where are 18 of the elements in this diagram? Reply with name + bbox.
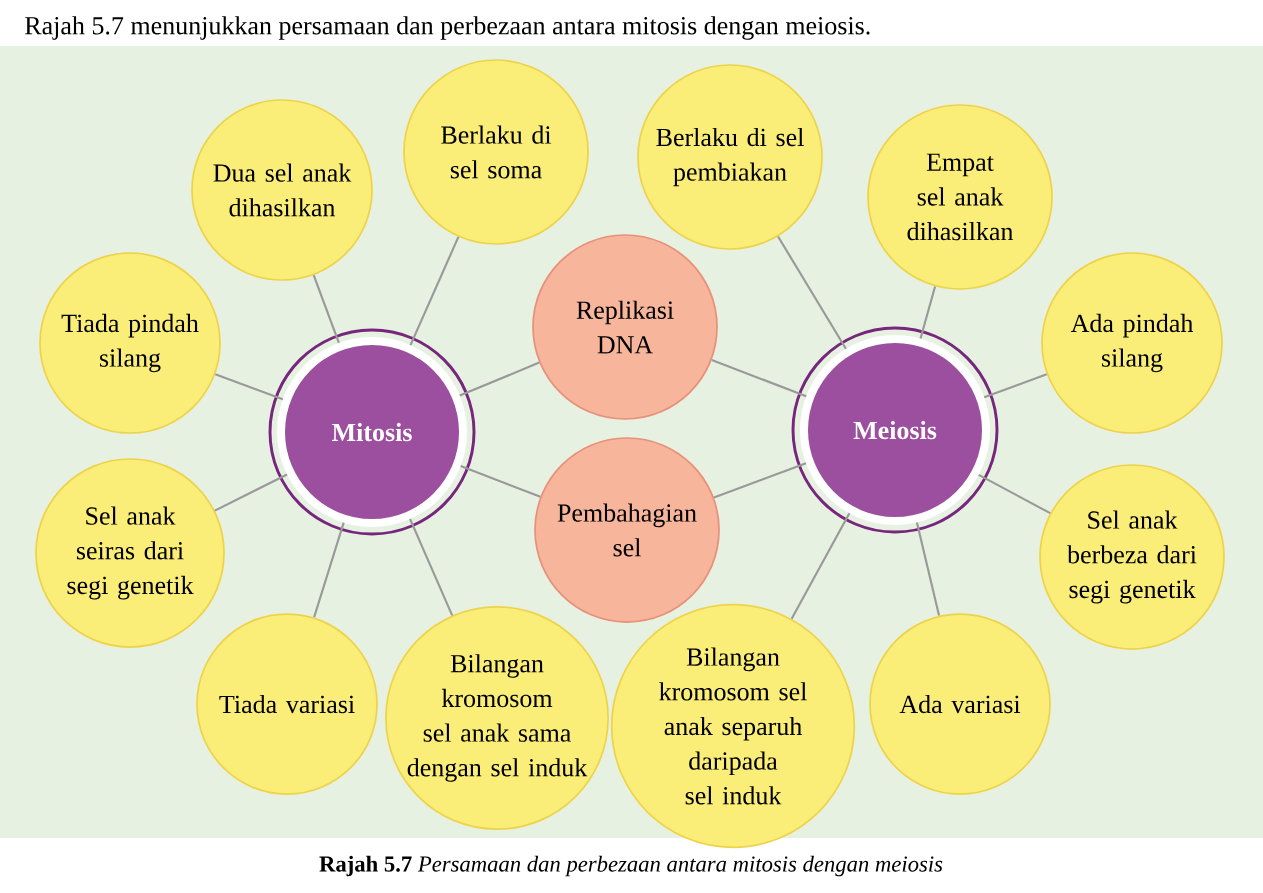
connector-line bbox=[790, 512, 851, 620]
connector-line bbox=[919, 286, 937, 339]
connector-line bbox=[460, 465, 541, 498]
connector-line bbox=[214, 373, 284, 401]
connector-line bbox=[459, 361, 540, 397]
connector-line bbox=[983, 373, 1048, 399]
caption: Rajah 5.7 Persamaan dan perbezaan antara mitosis dengan meiosis bbox=[319, 855, 943, 877]
connector-line bbox=[777, 235, 847, 350]
connector-line bbox=[978, 473, 1051, 515]
connector-line bbox=[711, 359, 807, 398]
connector-line bbox=[409, 518, 454, 616]
connector-line bbox=[214, 473, 288, 512]
connector-line bbox=[313, 522, 345, 618]
connector-line bbox=[915, 522, 941, 616]
connector-line bbox=[409, 236, 460, 346]
connector-line bbox=[713, 462, 807, 499]
heading: Rajah 5.7 menunjukkan persamaan dan perbezaan antara mitosis dengan meiosis. bbox=[25, 16, 870, 40]
connector-line bbox=[312, 274, 340, 344]
